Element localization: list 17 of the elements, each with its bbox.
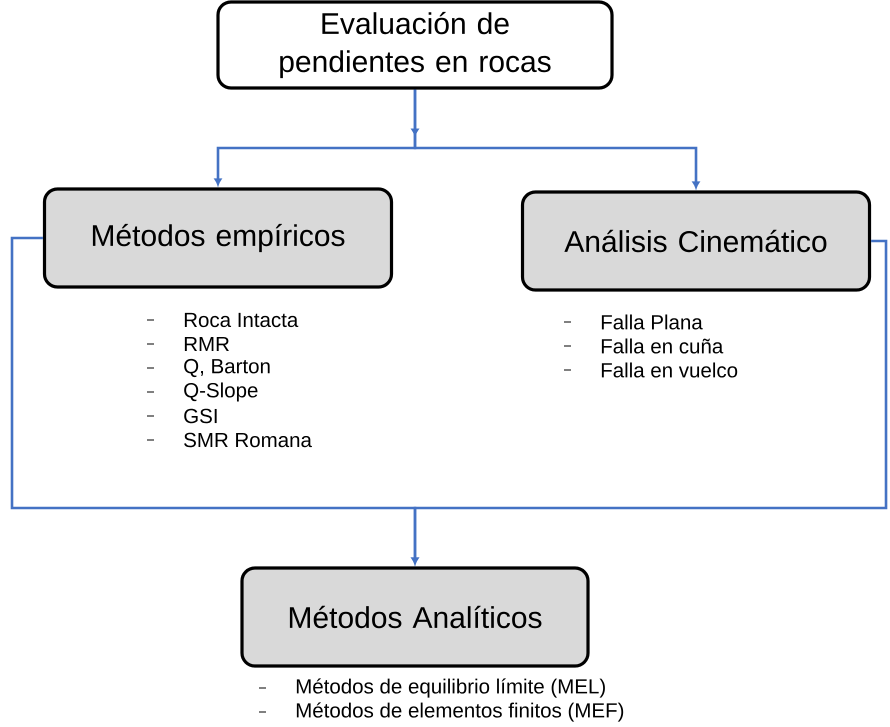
list-item: Q-Slope	[184, 382, 258, 402]
list-item: Falla en cuña	[602, 338, 724, 354]
list-item: RMR	[184, 336, 229, 352]
process-box: Análisis Cinemático	[520, 190, 872, 292]
connector-arrow	[411, 240, 888, 564]
connector-arrow	[411, 90, 700, 188]
list-item: Q, Barton	[184, 358, 270, 378]
list-item: Falla Plana	[602, 314, 703, 330]
process-box: Métodos Analíticos	[240, 566, 590, 668]
list-item: Métodos de elementos finitos (MEF)	[296, 702, 624, 722]
process-box: Evaluación de pendientes en rocas	[216, 0, 614, 90]
list-item: Roca Intacta	[184, 312, 298, 328]
list-item: Falla en vuelco	[602, 362, 738, 378]
list-item: Métodos de equilibrio límite (MEL)	[296, 678, 605, 698]
list-item: GSI	[184, 408, 217, 424]
process-box: Métodos empíricos	[42, 187, 394, 289]
list-item: SMR Romana	[184, 432, 312, 448]
